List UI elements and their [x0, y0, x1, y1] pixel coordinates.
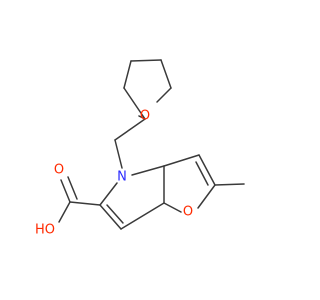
- pyrrole-ring-bonds: [99, 165, 165, 230]
- bond-n-c5: [99, 182, 118, 206]
- bond-c-o-double-b: [67, 176, 78, 200]
- molecule-structure: O N O O HO: [35, 59, 245, 238]
- bond-thf-c1-c2: [130, 59, 162, 62]
- bond-n-c3a: [131, 165, 165, 176]
- bond-thf-c4-c5: [123, 87, 146, 120]
- bond-thf-c4-c1: [123, 60, 132, 89]
- bond-ch2-n: [114, 139, 123, 169]
- carboxyl-bonds: [58, 176, 101, 223]
- carbonyl-oxygen-label: O: [54, 163, 64, 178]
- bond-c4-ch2: [114, 118, 146, 141]
- bond-c3a-c3: [163, 154, 200, 167]
- hydroxyl-label: HO: [35, 223, 55, 238]
- nitrogen-label: N: [117, 170, 127, 185]
- bond-c5-c6-double: [106, 204, 124, 224]
- bond-c-oh: [58, 201, 71, 223]
- furan-oxygen-label: O: [183, 205, 193, 220]
- bond-c-o-double-a: [60, 179, 71, 203]
- bond-c6-c6a: [120, 202, 165, 230]
- bond-c5-ccooh: [69, 201, 101, 206]
- thf-ring-bonds: [123, 59, 172, 120]
- bond-c2-o: [197, 184, 216, 209]
- thf-oxygen-label: O: [140, 109, 150, 124]
- furan-ring-bonds: [163, 154, 216, 213]
- bond-methyl: [214, 183, 245, 186]
- bond-c5-c6: [99, 204, 122, 230]
- bond-thf-c3-o: [156, 87, 172, 103]
- bond-c3-c2: [198, 154, 216, 186]
- bond-thf-c2-c3: [160, 59, 172, 89]
- bond-o-c6a: [163, 202, 182, 213]
- linker-bonds: [114, 118, 146, 169]
- bond-c3-c2-double: [195, 161, 209, 186]
